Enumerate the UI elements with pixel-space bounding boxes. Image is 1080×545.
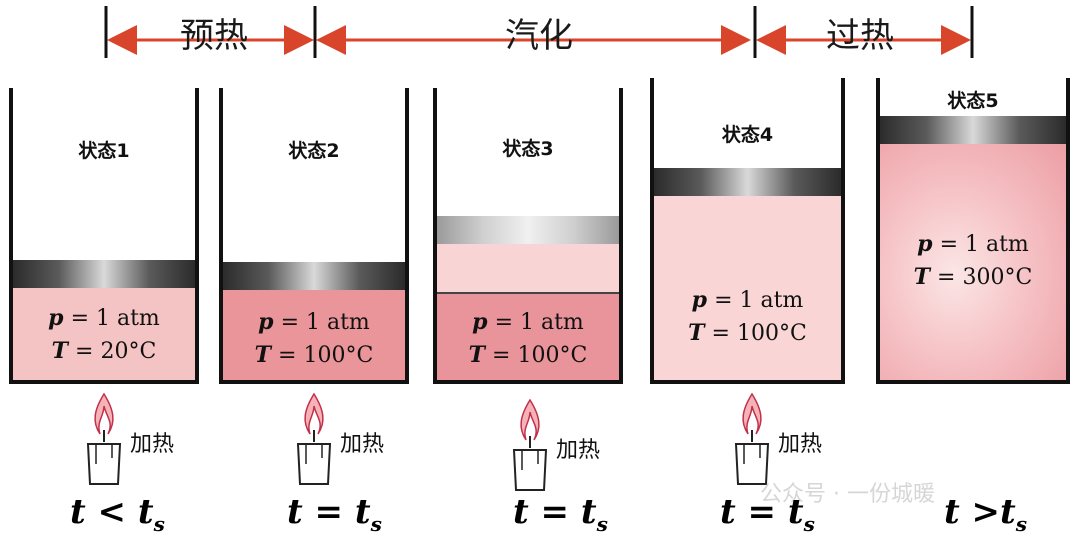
heat-source-1: 加热 (82, 392, 202, 492)
time-relation-3: t = ts (513, 492, 608, 536)
pressure-value: = 1 atm (70, 306, 160, 331)
candle-icon (512, 398, 548, 491)
time-relation-text: t < t (70, 492, 154, 532)
temperature-symbol: T (51, 338, 69, 364)
heat-source-4: 加热 (730, 392, 850, 492)
cylinder-state-2: 状态2 p = 1 atm T = 100°C (219, 88, 409, 384)
heat-source-2: 加热 (292, 392, 412, 492)
time-relation-subscript: s (803, 511, 815, 536)
time-relation-text: t = t (287, 492, 371, 532)
state-label: 状态2 (288, 140, 340, 162)
conditions: p = 1 atm T = 20°C (13, 302, 195, 368)
cylinder-state-3: 状态3 p = 1 atm T = 100°C (433, 88, 623, 384)
temperature-symbol: T (254, 342, 272, 368)
temperature-value: = 100°C (492, 343, 588, 368)
phase-label-preheat: 预热 (180, 16, 248, 56)
conditions: p = 1 atm T = 100°C (223, 306, 405, 372)
pressure-value: = 1 atm (714, 288, 804, 313)
conditions: p = 1 atm T = 100°C (437, 306, 619, 372)
saturated-vapor (437, 244, 619, 292)
time-relation-5: t >ts (944, 492, 1027, 536)
piston (437, 216, 619, 244)
watermark: 公众号 · 一份城暖 (760, 482, 935, 507)
liquid-water (223, 290, 405, 380)
time-relation-2: t = ts (287, 492, 382, 536)
time-relation-subscript: s (153, 511, 165, 536)
temperature-symbol: T (688, 320, 705, 346)
liquid-water (13, 288, 195, 380)
cylinder-state-4: 状态4 p = 1 atm T = 100°C (650, 78, 845, 384)
superheated-vapor (880, 144, 1066, 380)
piston (654, 168, 841, 196)
time-relation-text: t = t (513, 492, 597, 532)
pressure-value: = 1 atm (494, 310, 584, 335)
time-relation-subscript: s (596, 511, 608, 536)
temperature-value: = 100°C (278, 343, 374, 368)
pressure-symbol: p (48, 305, 64, 331)
pressure-symbol: p (917, 231, 933, 257)
candle-icon (86, 392, 122, 485)
candle-icon (296, 392, 332, 485)
time-relation-text: t = t (720, 492, 804, 532)
pressure-value: = 1 atm (280, 310, 370, 335)
heat-label: 加热 (556, 438, 601, 463)
candle-icon (734, 392, 770, 485)
cylinder-state-5: 状态5 p = 1 atm T = 300°C (876, 78, 1070, 384)
state-label: 状态5 (947, 90, 999, 112)
pressure-symbol: p (258, 309, 274, 335)
phase-label-superheat: 过热 (826, 16, 894, 56)
piston (880, 116, 1066, 144)
state-label: 状态4 (721, 124, 774, 146)
time-relation-text: t >t (944, 492, 1016, 532)
time-relation-1: t < ts (70, 492, 165, 536)
conditions: p = 1 atm T = 300°C (880, 228, 1066, 294)
temperature-symbol: T (913, 264, 931, 290)
state-label: 状态1 (78, 140, 130, 162)
heat-source-3: 加热 (508, 398, 628, 498)
heat-label: 加热 (778, 432, 823, 457)
time-relation-subscript: s (370, 511, 382, 536)
temperature-value: = 300°C (937, 265, 1033, 290)
phase-arrows (104, 6, 974, 58)
piston (223, 262, 405, 290)
temperature-value: = 100°C (711, 321, 807, 346)
saturated-vapor (654, 196, 841, 380)
state-label: 状态3 (502, 138, 554, 160)
temperature-value: = 20°C (75, 339, 157, 364)
pressure-symbol: p (472, 309, 488, 335)
heat-label: 加热 (130, 432, 175, 457)
phase-label-vaporize: 汽化 (505, 16, 573, 56)
piston (13, 260, 195, 288)
cylinder-state-1: 状态1 p = 1 atm T = 20°C (9, 88, 199, 384)
liquid-water (437, 292, 619, 380)
temperature-symbol: T (468, 342, 486, 368)
pressure-value: = 1 atm (939, 232, 1029, 257)
pressure-symbol: p (691, 287, 708, 313)
heat-label: 加热 (340, 432, 385, 457)
time-relation-4: t = ts (720, 492, 815, 536)
time-relation-subscript: s (1015, 511, 1028, 536)
conditions: p = 1 atm T = 100°C (654, 284, 841, 350)
